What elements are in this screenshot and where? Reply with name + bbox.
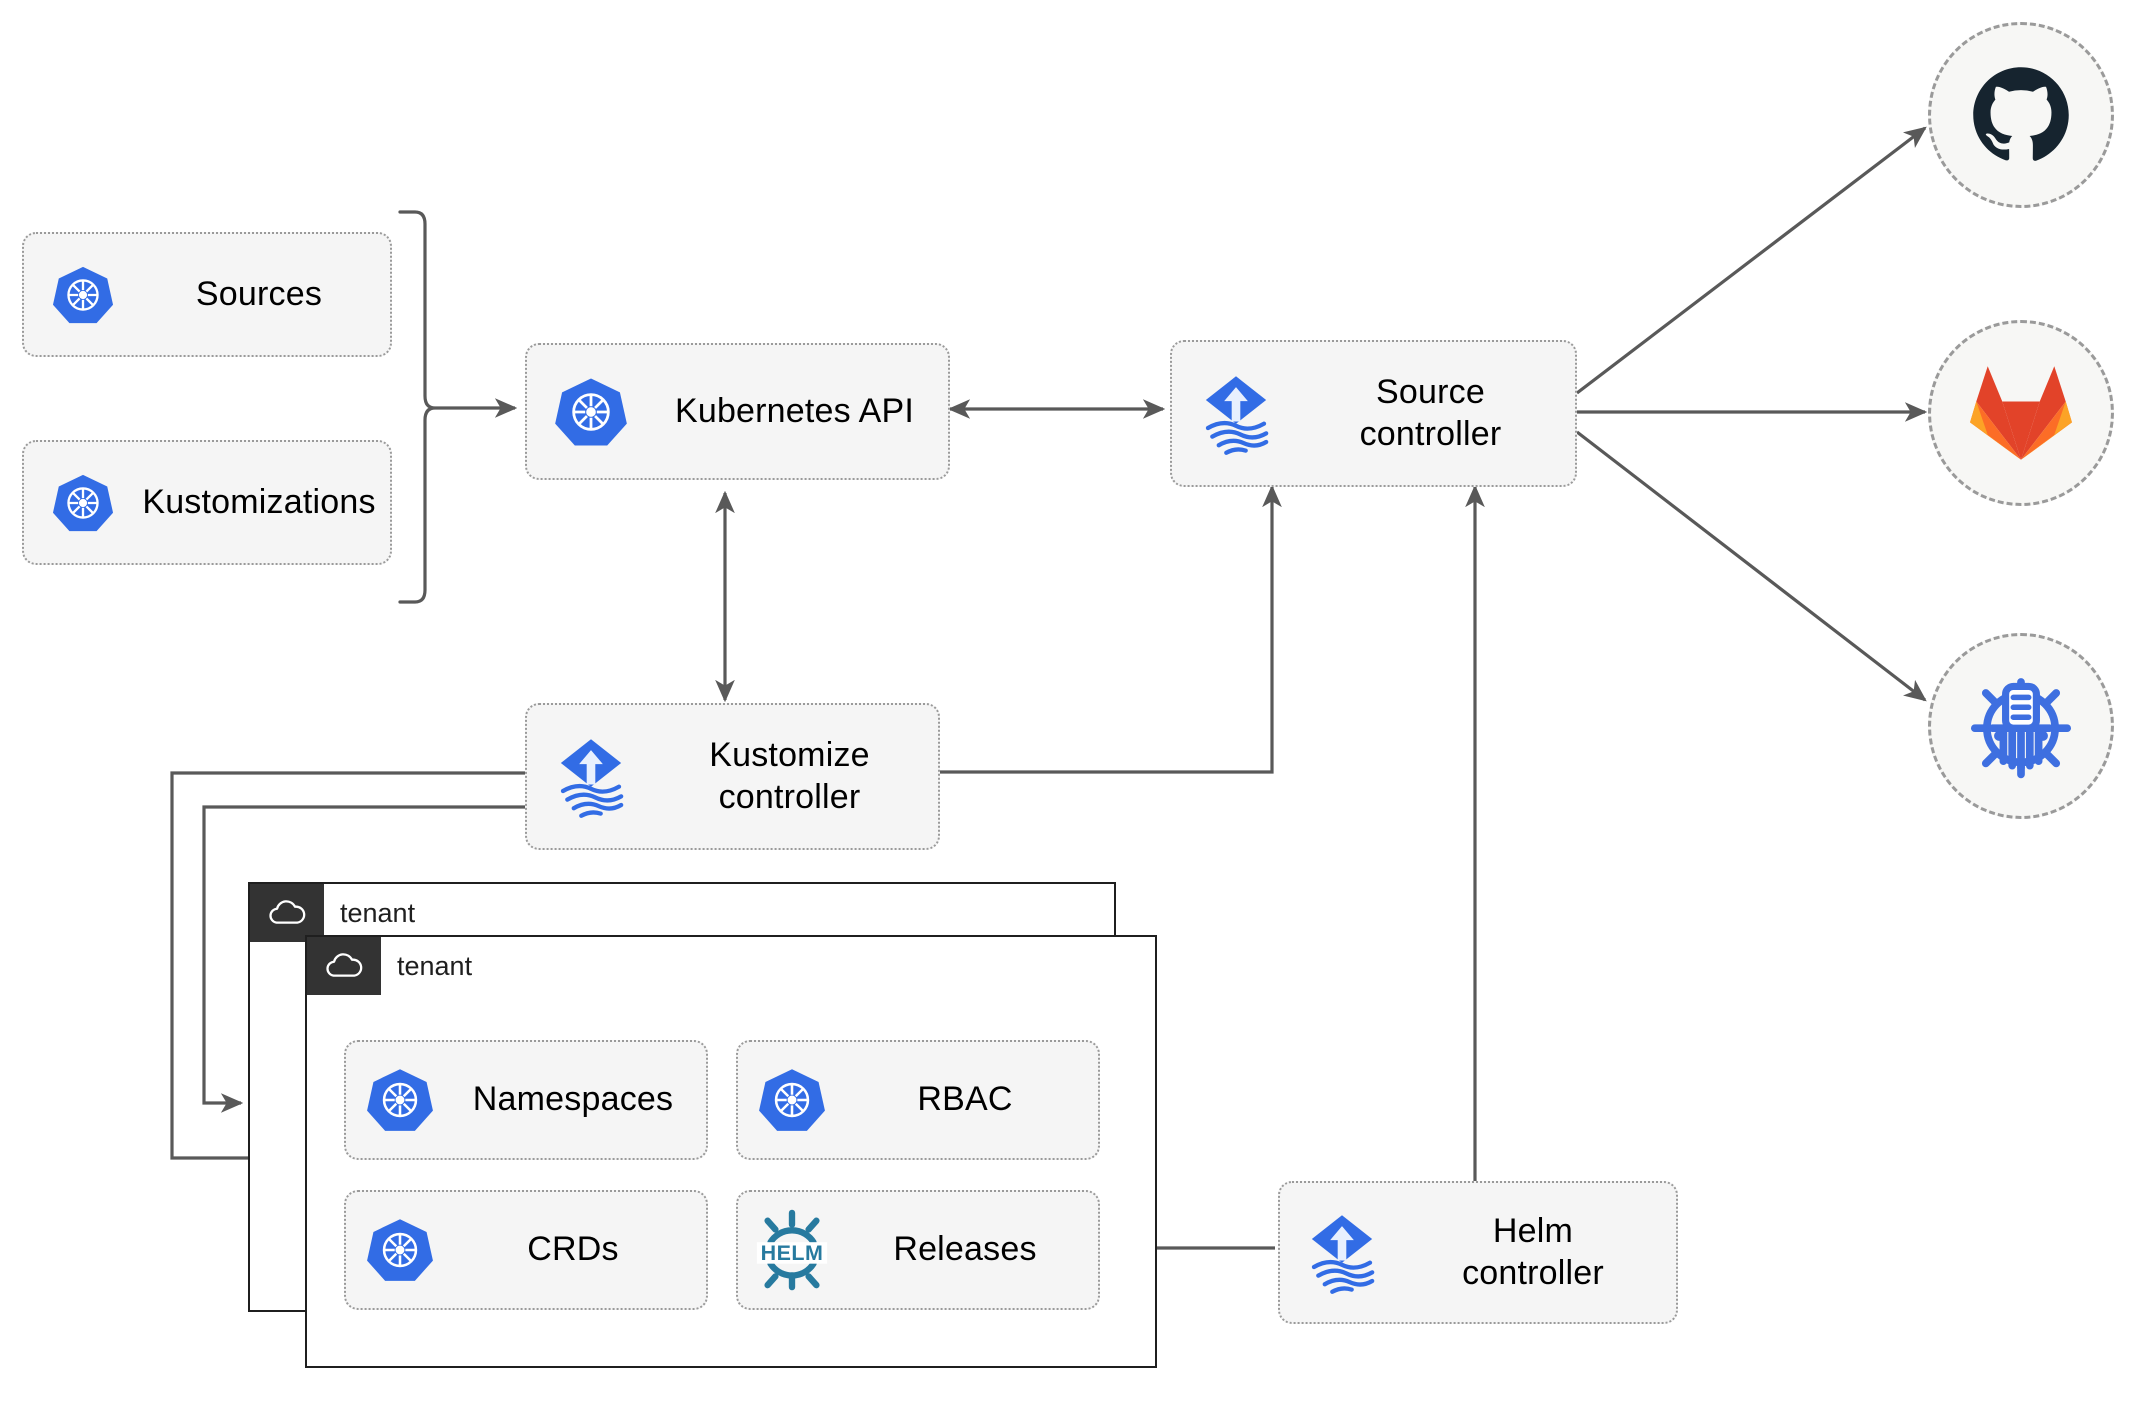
cloud-icon <box>250 884 324 942</box>
kubernetes-icon <box>24 472 142 534</box>
flux-icon <box>1172 372 1300 456</box>
provider-gitlab[interactable] <box>1928 320 2114 506</box>
node-label: Helm controller <box>1462 1212 1604 1292</box>
node-label: Sources <box>195 274 323 313</box>
node-rbac[interactable]: RBAC <box>736 1040 1100 1160</box>
node-label: Kustomizations <box>142 482 376 521</box>
node-label: Releases <box>893 1230 1037 1269</box>
provider-github[interactable] <box>1928 22 2114 208</box>
node-label: CRDs <box>527 1230 619 1269</box>
kubernetes-icon <box>738 1066 846 1134</box>
edge-kustomize-to-source-controller <box>940 484 1282 774</box>
node-label: Kustomize controller <box>709 736 870 816</box>
node-label: RBAC <box>917 1080 1013 1119</box>
edge-source-controller-github <box>1576 126 1927 395</box>
helm-icon: HELM <box>738 1209 846 1291</box>
node-label: Namespaces <box>472 1080 674 1119</box>
flux-icon <box>527 735 655 819</box>
node-label: Source controller <box>1359 373 1502 453</box>
node-kubernetes-api[interactable]: Kubernetes API <box>525 343 950 480</box>
tenant-label: tenant <box>340 897 416 928</box>
node-label: Kubernetes API <box>674 391 915 430</box>
github-icon <box>1973 67 2069 161</box>
node-releases[interactable]: HELM Releases <box>736 1190 1100 1310</box>
svg-text:HELM: HELM <box>761 1241 824 1265</box>
node-source-controller[interactable]: Source controller <box>1170 340 1577 487</box>
node-kustomize-controller[interactable]: Kustomize controller <box>525 703 940 850</box>
node-helm-controller[interactable]: Helm controller <box>1278 1181 1678 1324</box>
provider-registry[interactable] <box>1928 633 2114 819</box>
node-crds[interactable]: CRDs <box>344 1190 708 1310</box>
node-namespaces[interactable]: Namespaces <box>344 1040 708 1160</box>
cloud-icon <box>307 937 381 995</box>
kubernetes-icon <box>527 375 655 449</box>
tenant-label: tenant <box>397 950 473 981</box>
kubernetes-icon <box>24 264 142 326</box>
kubernetes-icon <box>346 1216 454 1284</box>
helm-registry-icon <box>1970 678 2072 779</box>
gitlab-icon <box>1970 366 2072 460</box>
flux-icon <box>1280 1211 1404 1295</box>
group-brace <box>398 210 436 604</box>
edge-source-controller-registry <box>1576 430 1927 702</box>
node-kustomizations[interactable]: Kustomizations <box>22 440 392 565</box>
node-sources[interactable]: Sources <box>22 232 392 357</box>
kubernetes-icon <box>346 1066 454 1134</box>
